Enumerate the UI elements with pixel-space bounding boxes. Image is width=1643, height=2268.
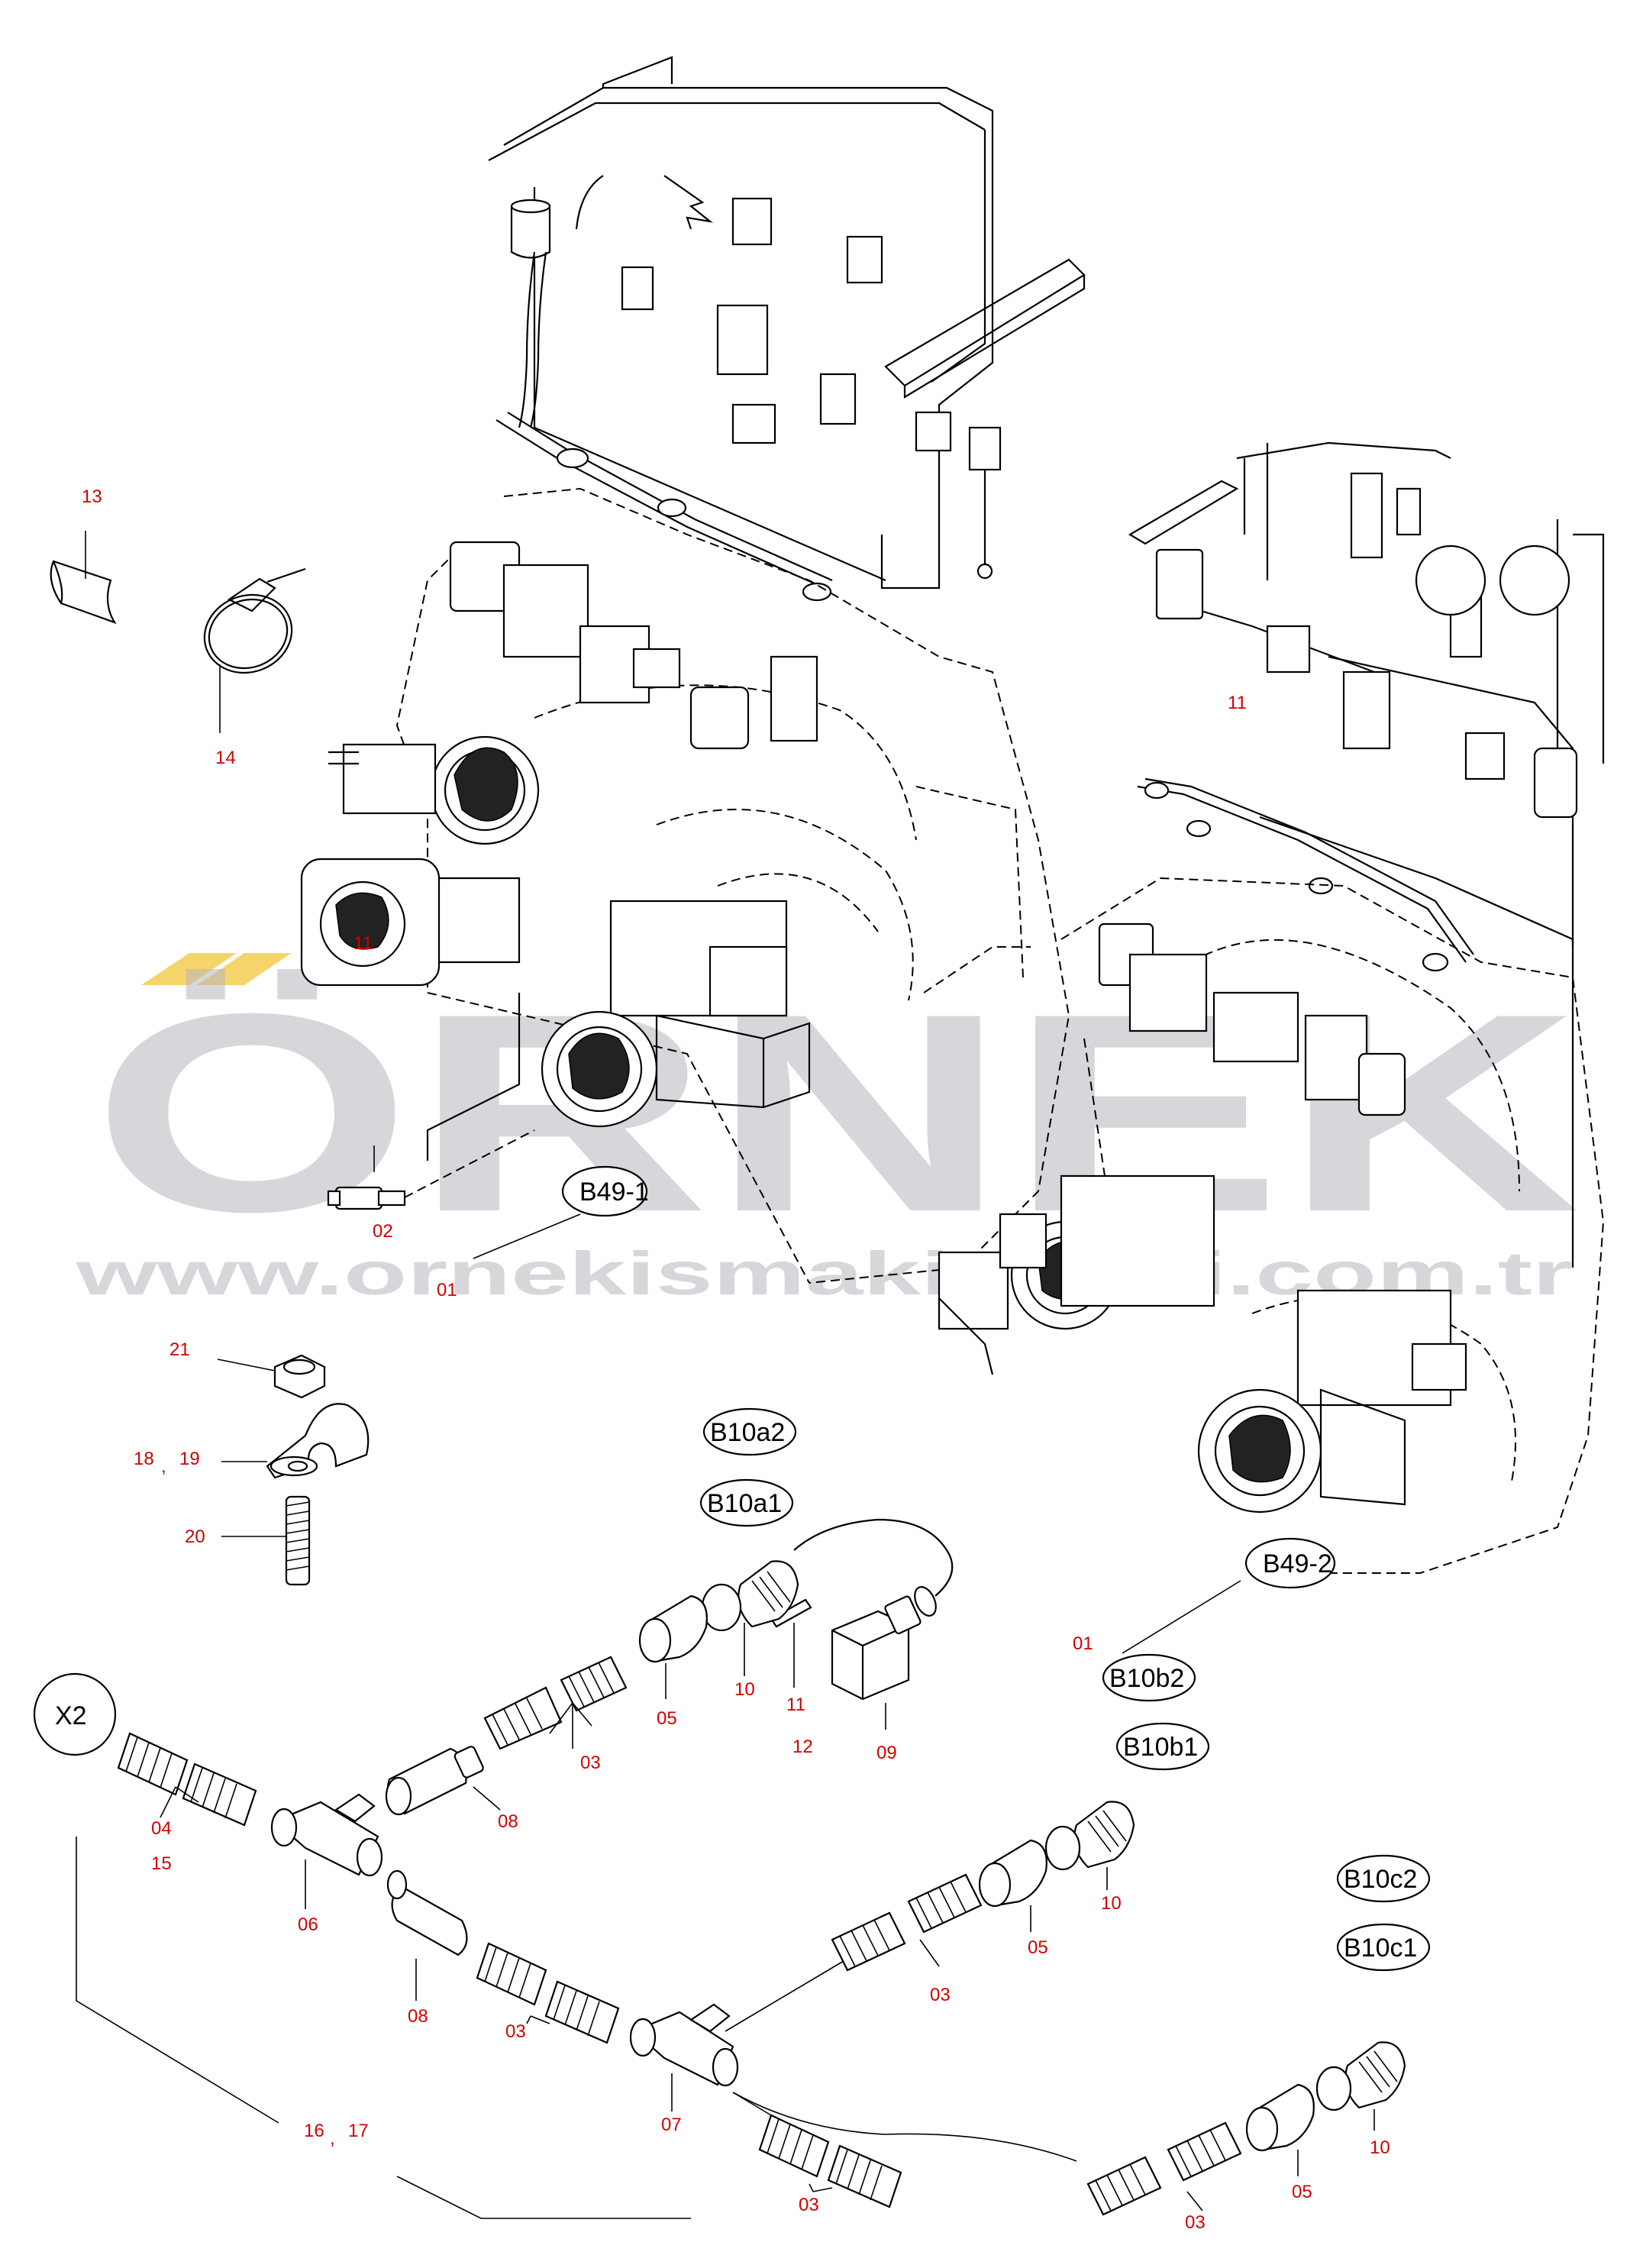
transmission-assembly-right [938,441,1605,1574]
conduit-04 [117,1732,257,1827]
callout-05-a: 05 [657,1708,677,1729]
label-bubble-b10c2 [1336,1854,1431,1903]
callout-03-a: 03 [580,1753,601,1773]
label-bubble-b10a2 [702,1407,797,1456]
label-bubble-b10b2 [1102,1653,1196,1702]
callout-10-c: 10 [1370,2137,1390,2158]
callout-06: 06 [298,1914,318,1935]
callout-07: 07 [661,2115,682,2135]
tape-13 [50,531,117,625]
label-bubble-b49-2 [1244,1537,1336,1589]
callout-13: 13 [82,486,102,507]
callout-01-right: 01 [1073,1633,1093,1654]
callout-10-b: 10 [1101,1893,1122,1914]
connector-09 [793,1518,954,1730]
label-bubble-b10c1 [1336,1923,1431,1972]
label-bubble-b10b1 [1115,1722,1210,1771]
grommet-05-c [1245,2083,1315,2176]
comma-18-19: , [161,1456,166,1477]
callout-05-b: 05 [1028,1937,1048,1958]
callout-15: 15 [151,1853,172,1874]
plug-08-a [385,1746,501,1816]
connector-labels: B49-1 B49-2 B10a2 B10a1 B10b2 B10b1 B10c… [33,1165,1431,1972]
callout-11-left: 11 [353,933,373,954]
valve-block-upper [449,541,818,750]
harness-branch-c [732,2041,1406,2216]
callout-03-d: 03 [930,1985,951,2005]
transmission-assembly-left [300,56,1086,1284]
callout-12: 12 [792,1737,813,1757]
label-b49-2: B49-2 [1263,1549,1332,1578]
conduit-03-b [476,1942,620,2044]
callout-21: 21 [169,1339,190,1360]
label-b10c2: B10c2 [1344,1865,1417,1894]
label-b10b2: B10b2 [1109,1664,1184,1693]
pump-middle [541,900,811,1128]
callout-03-e: 03 [1185,2212,1206,2233]
callout-04: 04 [151,1818,172,1839]
bolt-20 [285,1495,311,1586]
comma-16-17: , [330,2128,335,2149]
plug-08-b [386,1869,468,2001]
conduit-03-d [758,2114,902,2208]
watermark-brand: ÖRNEK [92,955,1580,1271]
callout-02: 02 [373,1221,393,1242]
callout-01-left: 01 [437,1280,457,1300]
grommet-05-b [978,1839,1047,1932]
callout-19: 19 [179,1449,200,1469]
conduit-03-c [831,1873,983,1972]
callout-11-harness: 11 [786,1695,805,1715]
callout-16: 16 [304,2121,324,2141]
label-b10b1: B10b1 [1123,1733,1198,1762]
watermark-accent-left [141,953,237,985]
leader-lines [76,1145,1241,2219]
callout-17: 17 [348,2121,369,2141]
callout-05-c: 05 [1292,2182,1312,2202]
callout-08-b: 08 [408,2006,428,2027]
callout-numbers: 13 14 11 11 02 01 21 18 , 19 20 11 12 09… [82,486,1390,2233]
t-junction-06 [270,1793,383,1909]
plug-10-b [1044,1801,1135,1890]
pressure-sensor-02 [327,1129,535,1210]
conduit-03-a [483,1656,628,1750]
label-b10a2: B10a2 [710,1418,785,1447]
clamp-assembly [217,1354,370,1586]
label-bubble-x2 [33,1672,117,1756]
grommet-05-a [638,1594,708,1699]
callout-10-a: 10 [734,1679,755,1700]
callout-03-b: 03 [505,2021,526,2042]
pin-11 [770,1598,812,1628]
callout-09: 09 [876,1743,897,1763]
callout-11-right: 11 [1228,693,1247,713]
callout-08-a: 08 [498,1811,518,1832]
harness-x2 [117,1732,848,2116]
label-b10c1: B10c1 [1344,1934,1417,1963]
conduit-03-e [1086,2121,1242,2216]
watermark-accent-right [197,953,292,985]
label-bubble-b10a1 [699,1478,794,1527]
cable-tie-14 [203,567,306,733]
plug-10-c [1315,2041,1406,2131]
label-x2: X2 [55,1701,87,1730]
callout-03-c: 03 [799,2195,819,2215]
callout-14: 14 [215,748,236,768]
solenoid-cylinder [510,205,551,259]
harness-branch-b [831,1801,1135,1972]
watermark: ÖRNEK www.ornekismakinalari.com.tr [75,953,1580,1307]
t-junction-07 [629,2003,739,2111]
harness-branch-a [385,1518,954,1816]
callout-20: 20 [185,1527,205,1547]
label-bubble-b49-1 [561,1165,648,1217]
label-b10a1: B10a1 [707,1489,782,1518]
callout-18: 18 [134,1449,154,1469]
label-b49-1: B49-1 [579,1178,649,1207]
pump-left [300,735,540,987]
